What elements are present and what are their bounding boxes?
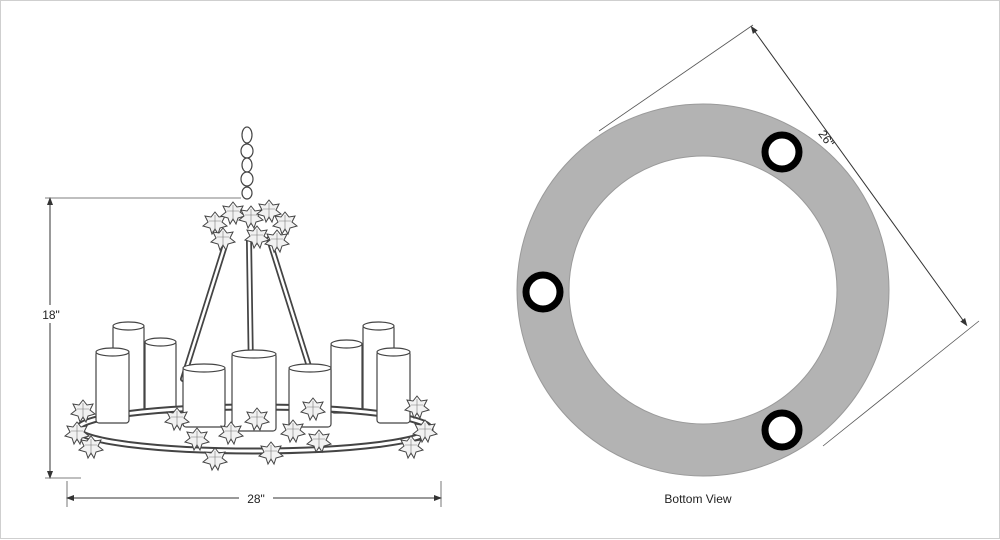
hanging-chain (240, 126, 254, 200)
candle-hole (522, 271, 564, 313)
bottom-ring (517, 104, 889, 476)
bottom-ring-inner-edge (568, 155, 838, 425)
side-view: 18" 28" (37, 126, 442, 507)
height-dimension: 18" (37, 197, 241, 479)
bottom-ring-outer-edge (516, 103, 890, 477)
bottom-view: 26" Bottom View (516, 24, 980, 506)
diameter-dimension: 26" (598, 24, 980, 447)
width-label: 28" (247, 492, 265, 506)
candles-front (95, 347, 411, 432)
height-label: 18" (42, 308, 60, 322)
candle-hole (761, 409, 803, 451)
candle-hole (761, 131, 803, 173)
bottom-view-caption: Bottom View (664, 492, 731, 506)
width-dimension: 28" (66, 481, 442, 507)
candle-holes (522, 131, 803, 451)
